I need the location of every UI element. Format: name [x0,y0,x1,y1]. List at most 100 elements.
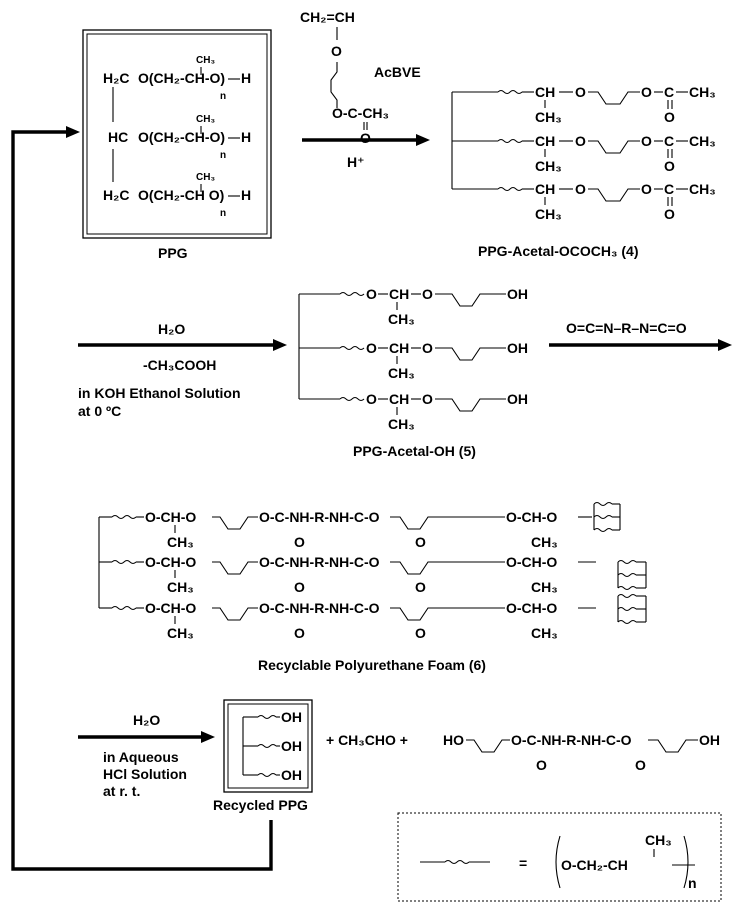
ppg-methyl-2: CH₃ [196,114,215,125]
compound5-row-2: O CH CH₃ O OH [299,340,528,381]
step2-condition-1: in KOH Ethanol Solution [78,385,241,401]
ppg-end-1: H [241,70,251,86]
c5-o2-2: O [422,340,433,356]
c5-methyl-2: CH₃ [388,365,415,381]
c6-methyl-left-2: CH₃ [167,579,194,595]
c6-methyl-right-2: CH₃ [531,579,558,595]
c6-left-3: O-CH-O [145,600,196,616]
c6-mid-1: O-C-NH-R-NH-C-O [259,509,380,525]
c4-o1-2: O [575,133,586,149]
diol-co-a: O [536,757,547,773]
c4-end-3: CH₃ [689,181,716,197]
ppg-caption: PPG [158,245,188,261]
ppg-structure: H₂C CH₃ O(CH₂-CH-O) H n HC CH₃ O(CH₂-CH-… [82,29,272,239]
c5-end-1: OH [507,286,528,302]
compound6-row-1: O-CH-O CH₃ O-C-NH-R-NH-C-O O O O-CH-O CH… [99,502,621,550]
ppg-end-2: H [241,129,251,145]
compound6-row-3: O-CH-O CH₃ O-C-NH-R-NH-C-O O O O-CH-O CH… [99,594,647,641]
ppg-methyl-1: CH₃ [196,55,215,66]
step3-condition-3: at r. t. [103,783,140,799]
c4-c-3: C [664,181,674,197]
compound4-row-3: CH CH₃ O O C O CH₃ [452,181,716,222]
step2-byproduct: -CH₃COOH [143,357,216,373]
acbve-o-link: O [331,43,342,59]
compound4-row-1: CH CH₃ O O C O CH₃ [452,84,716,125]
legend-methyl: CH₃ [645,832,672,848]
compound-4: CH CH₃ O O C O CH₃ CH CH₃ O O [451,84,716,222]
c4-co-1: O [664,109,675,125]
compound6-label: Recyclable Polyurethane Foam (6) [258,657,486,673]
c6-methyl-right-1: CH₃ [531,534,558,550]
recycled-oh-3: OH [281,767,302,783]
step3-condition-2: HCl Solution [103,766,187,782]
c4-o2-2: O [641,133,652,149]
reaction-arrow-2: H₂O -CH₃COOH in KOH Ethanol Solution at … [78,321,287,419]
c6-co-b-3: O [415,625,426,641]
c4-o1-1: O [575,84,586,100]
c5-ch-2: CH [389,340,409,356]
c4-methyl-1: CH₃ [535,109,562,125]
ppg-n-1: n [220,91,226,102]
ppg-unit-2: O(CH₂-CH-O) [138,129,225,145]
ppg-lead-2: HC [108,129,128,145]
c4-co-3: O [664,206,675,222]
c4-ch-3: CH [535,181,555,197]
recycled-oh-2: OH [281,738,302,754]
c6-mid-3: O-C-NH-R-NH-C-O [259,600,380,616]
ppg-n-2: n [220,150,226,161]
diol-ho: HO [443,732,464,748]
c6-mid-2: O-C-NH-R-NH-C-O [259,554,380,570]
step2-reagent: H₂O [158,321,185,337]
c4-methyl-2: CH₃ [535,158,562,174]
recycle-loop-arrow [11,126,273,871]
diol-urethane: O-C-NH-R-NH-C-O [511,732,632,748]
c6-methyl-right-3: CH₃ [531,625,558,641]
legend-unit: O-CH₂-CH [561,857,628,873]
c5-methyl-3: CH₃ [388,416,415,432]
c5-o1-1: O [366,286,377,302]
wavy-bond-legend: = CH₃ O-CH₂-CH n [397,812,722,902]
diisocyanate-formula: O=C=N–R–N=C=O [566,320,687,336]
c5-o2-3: O [422,391,433,407]
recycled-ppg: OH OH OH [223,699,313,793]
ppg-methyl-3: CH₃ [196,172,215,183]
c4-o2-3: O [641,181,652,197]
c6-right-1: O-CH-O [506,509,557,525]
acbve-ester: O-C-CH₃ [332,105,389,121]
ppg-row-3: H₂C CH₃ O(CH₂-CH O) H n [103,172,251,219]
compound4-row-2: CH CH₃ O O C O CH₃ [452,133,716,174]
ppg-n-3: n [220,208,226,219]
ppg-unit-1: O(CH₂-CH-O) [138,70,225,86]
c5-methyl-1: CH₃ [388,311,415,327]
c4-c-1: C [664,84,674,100]
c4-ch-1: CH [535,84,555,100]
reaction-arrow-1: H⁺ [302,134,430,170]
compound5-row-3: O CH CH₃ O OH [299,391,528,432]
c4-end-2: CH₃ [689,133,716,149]
c6-methyl-left-1: CH₃ [167,534,194,550]
c6-co-b-2: O [415,579,426,595]
acbve-name: AcBVE [374,64,421,80]
c6-co-a-2: O [294,579,305,595]
c6-co-b-1: O [415,534,426,550]
step3-condition-1: in Aqueous [103,749,179,765]
c6-left-1: O-CH-O [145,509,196,525]
c4-o1-3: O [575,181,586,197]
acbve-vinyl: CH₂=CH [300,9,355,25]
c5-o1-3: O [366,391,377,407]
ppg-lead-1: H₂C [103,70,129,86]
c6-right-2: O-CH-O [506,554,557,570]
compound5-row-1: O CH CH₃ O OH [299,286,528,327]
c5-ch-1: CH [389,286,409,302]
legend-n: n [688,875,697,891]
acbve-carbonyl-o: O [360,130,371,146]
legend-equals: = [519,855,527,871]
step1-condition: H⁺ [347,154,365,170]
ppg-row-1: H₂C CH₃ O(CH₂-CH-O) H n [103,55,251,102]
recycled-oh-1: OH [281,709,302,725]
recycled-ppg-label: Recycled PPG [213,797,308,813]
acbve-structure: CH₂=CH O O-C-CH₃ O AcBVE [300,9,421,146]
c4-end-1: CH₃ [689,84,716,100]
c5-o1-2: O [366,340,377,356]
